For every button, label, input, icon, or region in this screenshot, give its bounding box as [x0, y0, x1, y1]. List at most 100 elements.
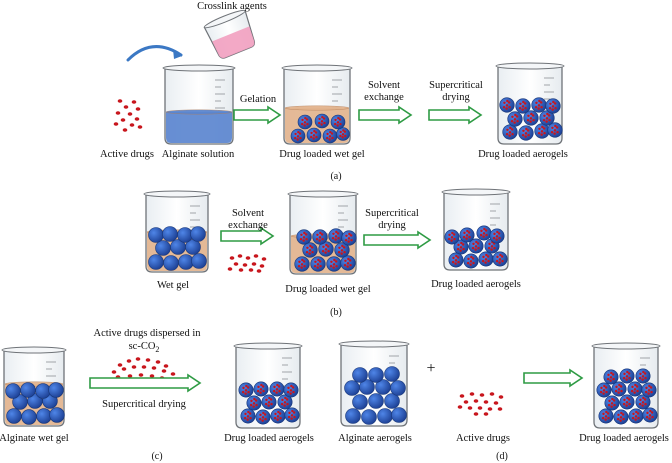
drug-dot — [506, 128, 509, 132]
alginate-solution-liquid — [165, 109, 233, 143]
bead-icon — [611, 381, 627, 397]
drug-dot — [284, 396, 287, 400]
drug-dot — [472, 242, 475, 246]
drug-dot — [600, 386, 603, 390]
drug-dot — [641, 401, 645, 404]
drug-dot — [336, 232, 340, 235]
drug-dot — [276, 383, 279, 387]
drug-dot — [538, 99, 541, 103]
drug-dot — [463, 400, 469, 404]
drug-dot — [247, 390, 250, 394]
liquid-surface — [165, 109, 233, 115]
drug-dot — [490, 245, 494, 248]
drug-dot — [617, 391, 620, 394]
drug-dot — [252, 405, 255, 408]
drug-dot — [343, 263, 347, 267]
drug-dot — [485, 253, 488, 257]
cup-liquid — [212, 26, 255, 59]
drug-dot — [299, 136, 302, 140]
drug-dot — [490, 248, 493, 251]
drug-dot — [256, 269, 262, 273]
drug-dot — [248, 268, 254, 272]
drug-dot — [455, 254, 458, 258]
drug-dot — [482, 232, 486, 235]
drug-dot — [485, 233, 488, 237]
drug-dot — [312, 137, 315, 140]
drug-dot — [497, 407, 503, 411]
drug-dot — [339, 122, 342, 126]
drug-dot — [508, 131, 512, 134]
drug-dot — [468, 235, 471, 239]
drug-dot — [292, 411, 296, 414]
bead-icon — [352, 367, 368, 383]
drug-dot — [335, 230, 338, 234]
drug-dot — [465, 234, 469, 237]
bead-body — [20, 382, 36, 398]
drug-dot — [305, 118, 309, 121]
drug-dot — [135, 107, 141, 111]
bead-body — [155, 240, 171, 256]
bead-body — [6, 408, 22, 424]
drug-dot — [634, 418, 637, 421]
drug-dot — [462, 247, 465, 251]
bead-icon — [310, 256, 326, 272]
bead-icon — [499, 97, 515, 113]
drug-dot — [457, 260, 460, 264]
drug-dot — [276, 418, 279, 421]
drug-dot — [476, 242, 480, 245]
drug-dot — [635, 385, 639, 388]
drug-dot — [607, 416, 610, 420]
drug-dot — [316, 266, 319, 269]
bead-icon — [5, 383, 21, 399]
drug-dot — [272, 389, 276, 393]
bead-icon — [344, 380, 360, 396]
drug-dot — [471, 257, 475, 260]
drug-dot — [303, 264, 306, 268]
drug-dot — [134, 117, 140, 121]
drug-dot — [305, 250, 309, 254]
bead-body — [162, 226, 178, 242]
drug-dot — [318, 260, 322, 263]
bead-icon — [148, 254, 164, 270]
drug-dot — [610, 402, 614, 405]
pouring-cup-icon — [203, 9, 256, 59]
drug-dot — [500, 255, 504, 258]
drug-dot — [135, 357, 141, 361]
drug-dot — [461, 243, 465, 246]
drug-dot — [331, 236, 335, 240]
bead-body — [359, 379, 375, 395]
bead-icon — [277, 394, 293, 410]
bead-icon — [604, 395, 620, 411]
drug-dot — [120, 118, 126, 122]
drug-dot — [537, 104, 541, 107]
drug-dot — [322, 117, 326, 120]
drug-dot — [607, 403, 611, 407]
bead-icon — [36, 408, 52, 424]
bead-icon — [255, 409, 271, 425]
drug-dot — [141, 365, 147, 369]
beaker-rim — [591, 342, 661, 350]
bead-icon — [545, 98, 561, 114]
drug-dot — [332, 232, 335, 236]
drug-dot — [524, 106, 527, 110]
bead-icon — [453, 239, 469, 255]
drug-dot — [630, 389, 634, 393]
drug-dot — [267, 404, 270, 407]
bead-icon — [238, 382, 254, 398]
drug-dot — [546, 112, 549, 116]
drug-dot — [521, 105, 525, 108]
drug-dot — [634, 415, 638, 418]
drug-dot — [145, 358, 151, 362]
beaker-rim — [143, 190, 211, 198]
drug-dot — [538, 127, 541, 131]
bead-icon — [463, 253, 479, 269]
drug-dot — [349, 263, 352, 267]
bead-body — [48, 382, 64, 398]
drug-dot — [628, 376, 631, 380]
drug-dot — [293, 415, 296, 419]
drug-dot — [263, 413, 267, 416]
drug-dot — [541, 125, 544, 129]
drug-dot — [549, 102, 552, 106]
drug-dot — [514, 113, 517, 117]
drug-dot — [527, 114, 530, 118]
